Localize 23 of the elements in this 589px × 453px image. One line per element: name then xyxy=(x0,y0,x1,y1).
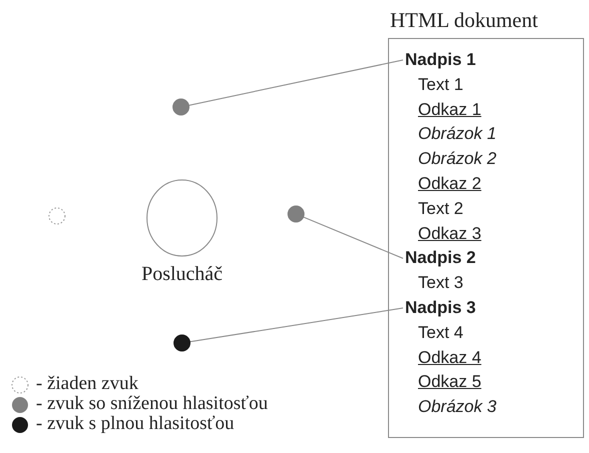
link-text: Odkaz 4 xyxy=(418,348,482,368)
link-text: Odkaz 2 xyxy=(418,174,482,194)
listener-label: Poslucháč xyxy=(140,263,224,286)
connector-line xyxy=(302,216,404,259)
legend-text: - zvuk s plnou hlasitosťou xyxy=(36,413,234,435)
link-text: Odkaz 1 xyxy=(418,100,482,120)
image-text: Obrázok 2 xyxy=(418,149,496,170)
heading-text: Nadpis 3 xyxy=(405,298,476,318)
image-text: Obrázok 3 xyxy=(418,397,496,418)
paragraph-text: Text 2 xyxy=(418,198,464,219)
legend-text: - žiaden zvuk xyxy=(36,373,138,395)
paragraph-text: Text 3 xyxy=(418,273,464,294)
heading-text: Nadpis 2 xyxy=(405,248,476,268)
heading-text: Nadpis 1 xyxy=(405,50,476,70)
link-text: Odkaz 3 xyxy=(418,224,482,244)
connector-line xyxy=(188,60,404,106)
paragraph-text: Text 1 xyxy=(418,74,464,95)
document-title: HTML dokument xyxy=(390,8,538,33)
link-text: Odkaz 5 xyxy=(418,372,482,392)
image-text: Obrázok 1 xyxy=(418,124,496,144)
legend-text: - zvuk so sníženou hlasitosťou xyxy=(36,393,268,415)
paragraph-text: Text 4 xyxy=(418,322,464,343)
connector-line xyxy=(189,308,404,342)
